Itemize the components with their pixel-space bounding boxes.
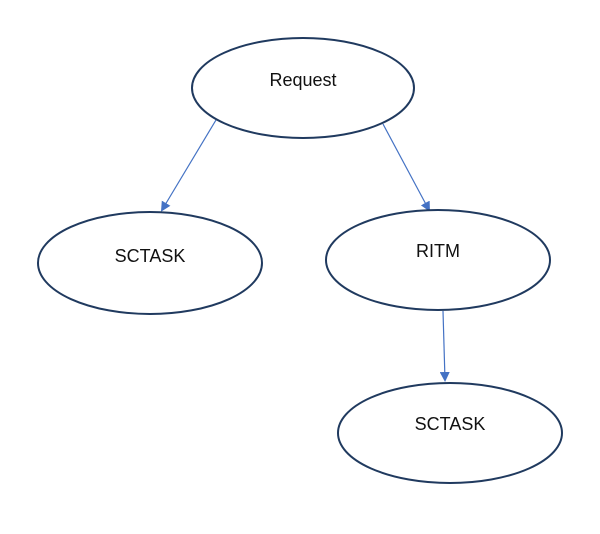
node-sctask-bottom-shape — [337, 382, 563, 484]
edge-request-to-sctask-left — [160, 119, 217, 212]
node-ritm: RITM — [325, 209, 551, 311]
node-sctask-bottom: SCTASK — [337, 382, 563, 484]
node-ritm-shape — [325, 209, 551, 311]
node-request-shape — [191, 37, 415, 139]
node-request: Request — [191, 37, 415, 139]
edge-request-to-ritm — [382, 123, 430, 212]
node-sctask-left-label: SCTASK — [115, 246, 186, 266]
node-sctask-left: SCTASK — [37, 211, 263, 315]
node-request-label: Request — [269, 70, 336, 90]
edge-ritm-to-sctask-bottom — [439, 310, 450, 382]
node-sctask-left-shape — [37, 211, 263, 315]
node-sctask-bottom-label: SCTASK — [415, 414, 486, 434]
node-ritm-label: RITM — [416, 241, 460, 261]
